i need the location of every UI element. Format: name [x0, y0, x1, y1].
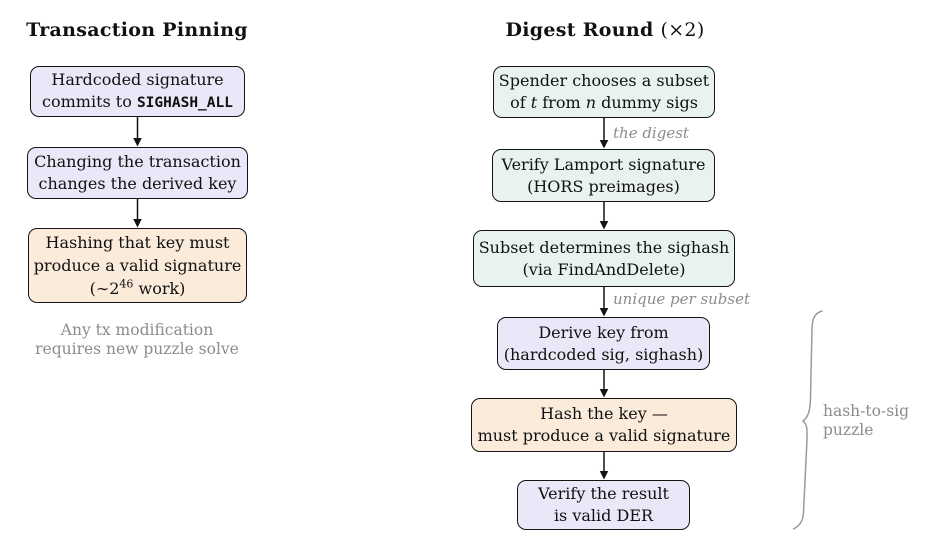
box-text-line: is valid DER	[553, 506, 654, 525]
box-verify-der: Verify the result is valid DER	[517, 480, 690, 530]
box-text-line: Hashing that key must	[45, 233, 230, 252]
box-subset-sighash: Subset determines the sighash (via FindA…	[473, 230, 735, 287]
box-hash-key-valid-sig: Hash the key — must produce a valid sign…	[471, 398, 737, 452]
box-text-line: must produce a valid signature	[477, 426, 731, 445]
box-text-line: (HORS preimages)	[527, 176, 680, 196]
box-text-line: Verify Lamport signature	[501, 154, 706, 174]
box-derive-key: Derive key from (hardcoded sig, sighash)	[497, 317, 710, 370]
box-changing-transaction: Changing the transaction changes the der…	[27, 147, 248, 199]
box-hashing-key-work: Hashing that key must produce a valid si…	[28, 228, 247, 303]
code-sighash-all: SIGHASH_ALL	[136, 95, 233, 111]
caption-tx-modification: Any tx modification requires new puzzle …	[35, 321, 239, 358]
box-text-line: Derive key from	[538, 322, 669, 342]
arrow-label-the-digest: the digest	[613, 124, 689, 142]
box-text-line: commits to SIGHASH_ALL	[42, 92, 233, 111]
box-text-line: Hardcoded signature	[51, 70, 224, 89]
box-text-line: Hash the key —	[540, 404, 668, 423]
box-text-line: Spender chooses a subset	[498, 71, 710, 90]
box-text-line: (via FindAndDelete)	[522, 259, 686, 279]
brace-label-hash-to-sig: hash-to-sig puzzle	[823, 402, 910, 439]
box-spender-subset: Spender chooses a subset of t from n dum…	[493, 66, 715, 118]
box-text-line: Verify the result	[538, 484, 669, 503]
left-flow-title: Transaction Pinning	[26, 19, 248, 41]
curly-brace	[792, 310, 823, 530]
box-text-line: produce a valid signature	[33, 256, 242, 275]
box-hardcoded-signature: Hardcoded signature commits to SIGHASH_A…	[30, 66, 245, 117]
right-flow-title: Digest Round (×2)	[505, 19, 705, 41]
box-text-line: (hardcoded sig, sighash)	[503, 344, 704, 364]
box-verify-lamport: Verify Lamport signature (HORS preimages…	[492, 149, 715, 202]
box-text-line: Changing the transaction	[34, 152, 241, 171]
box-text-line: changes the derived key	[38, 174, 237, 193]
box-text-line: of t from n dummy sigs	[510, 93, 698, 112]
title-times-2: (×2)	[660, 19, 705, 41]
box-text-line: (∼246 work)	[89, 277, 186, 298]
arrow-label-unique-per-subset: unique per subset	[613, 290, 751, 308]
box-text-line: Subset determines the sighash	[478, 237, 730, 257]
